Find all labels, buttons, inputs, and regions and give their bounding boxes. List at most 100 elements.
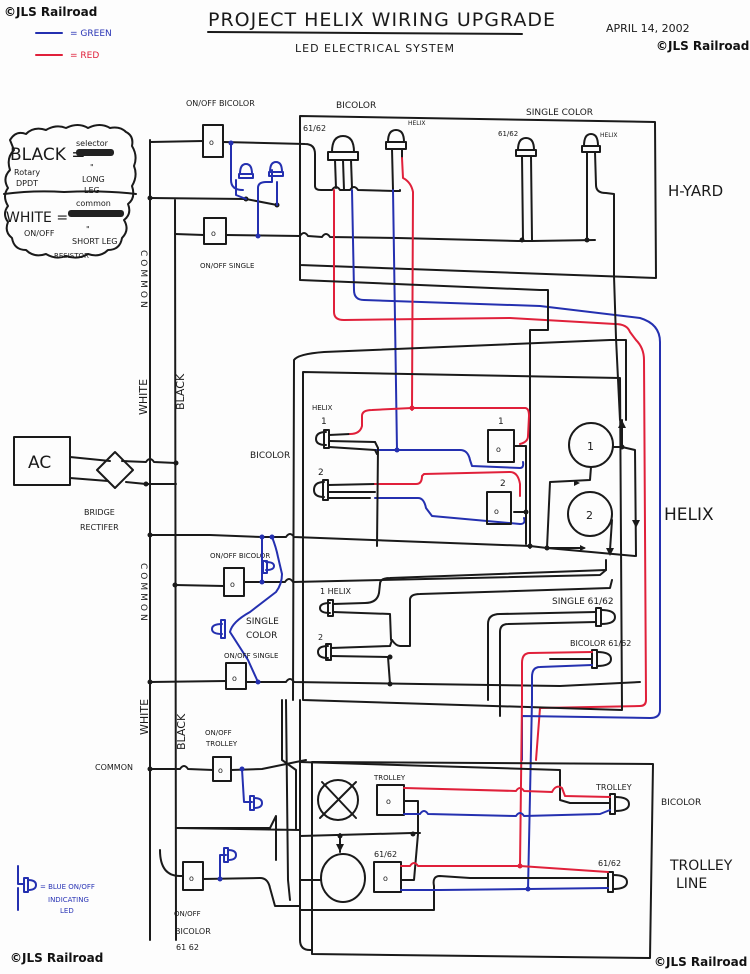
legend-red-label: = RED (70, 51, 99, 61)
page-title: PROJECT HELIX WIRING UPGRADE (208, 9, 556, 31)
blue-wire-helix-2 (374, 497, 526, 525)
label-onoff-bottom-2: BICOLOR (175, 927, 211, 936)
wire-trolley-feed (175, 699, 301, 877)
red-wire-trolley-1 (403, 785, 611, 798)
key-white-ditto: " (86, 225, 90, 234)
helix-bicolor-label: BICOLOR (250, 451, 290, 461)
helix-led-single-1 (319, 569, 607, 641)
helix-led-single-2 (317, 579, 613, 685)
helix-switch-1-label: 1 (498, 417, 504, 427)
key-resistor: RESISTOR (54, 252, 89, 260)
indicator-led-icon (268, 161, 284, 177)
indicator-led-icon (211, 619, 226, 639)
key-white-note-top: common (76, 199, 111, 208)
watermark-bottom-right: ©JLS Railroad (654, 955, 747, 969)
hyard-led-bicolor-6162 (327, 135, 359, 191)
helix-motor-2-label: 2 (586, 509, 593, 522)
helix-led-bicolor-1 (315, 429, 376, 451)
red-wire-hyard-bicolor-helix (401, 157, 414, 411)
page-subtitle: LED ELECTRICAL SYSTEM (295, 42, 455, 55)
hyard-led-single-helix (581, 133, 615, 277)
hyard-single-color-label: SINGLE COLOR (526, 108, 593, 118)
indicator-legend-line2: INDICATING (48, 896, 89, 904)
helix-label-helix: HELIX (312, 404, 333, 412)
label-onoff-bicolor-mid: ON/OFF BICOLOR (210, 552, 270, 560)
trolley-switch-common (400, 800, 419, 881)
label-single-color-2: COLOR (246, 631, 277, 641)
trolley-lamp-symbol (317, 779, 359, 821)
switch-glyph: o (211, 229, 216, 238)
wire-bottom-loop (299, 699, 313, 951)
indicator-led-icon (262, 560, 275, 574)
key-onoff: ON/OFF (24, 229, 55, 238)
red-wire-trolley-2 (400, 862, 609, 873)
watermark-bottom-left: ©JLS Railroad (10, 951, 103, 965)
blue-wire-trolley-2 (400, 887, 609, 891)
switch-glyph: o (386, 797, 391, 806)
black-bus (174, 199, 177, 941)
ac-label: AC (28, 453, 51, 473)
helix-led-bicolor-2 (313, 479, 376, 501)
indicator-led-icon (249, 795, 263, 811)
trolley-led-bicolor (299, 761, 630, 815)
label-onoff-bottom-1: ON/OFF (174, 910, 201, 918)
key-black-note-top: selector (76, 139, 109, 148)
legend-green-label: = GREEN (70, 29, 112, 39)
trolley-switch-6162[interactable] (373, 861, 402, 893)
title-underline (207, 31, 523, 35)
watermark-top-left: ©JLS Railroad (4, 5, 97, 19)
key-cloud-divider (3, 190, 137, 195)
wire-hyard-common (149, 197, 596, 242)
hyard-led-bicolor-helix (385, 129, 407, 191)
wire-bottom-loop-2 (285, 699, 291, 901)
hyard-led-single-6162 (515, 137, 537, 241)
wire-single-mid (149, 678, 641, 687)
trolley-bicolor-label: BICOLOR (661, 798, 701, 808)
key-white-label: WHITE = (6, 210, 68, 226)
switch-glyph: o (189, 874, 194, 883)
switch-onoff-single-top[interactable] (203, 217, 227, 245)
label-onoff-bicolor-top: ON/OFF BICOLOR (186, 99, 255, 108)
blue-wire-trunk-trolley (527, 699, 533, 891)
bridge-rectifier-symbol (96, 451, 134, 489)
helix-section-label: HELIX (664, 505, 714, 525)
trolley-motor (320, 853, 366, 903)
blue-wire-hyard-bicolor-6162 (351, 189, 661, 761)
red-wire-helix-2 (374, 471, 521, 497)
helix-label-1-helix: 1 HELIX (320, 587, 352, 596)
key-black-note-1: LONG (82, 175, 105, 184)
watermark-top-right: ©JLS Railroad (656, 39, 749, 53)
blue-indicator-wiring-mid (229, 536, 283, 683)
helix-label-1: 1 (321, 417, 327, 427)
helix-switch-2-label: 2 (500, 479, 506, 489)
switch-onoff-single-mid[interactable] (225, 662, 247, 690)
label-onoff-bottom-3: 61 62 (176, 943, 199, 952)
switch-glyph: o (218, 766, 223, 775)
switch-glyph: o (383, 874, 388, 883)
helix-led-common (374, 441, 379, 547)
bus-label-white-bottom: WHITE (138, 699, 151, 735)
bus-label-common-top: COMMON (138, 250, 148, 311)
helix-switch-1[interactable] (487, 429, 515, 463)
switch-glyph: o (496, 445, 501, 454)
h-yard-label: H-YARD (668, 182, 723, 200)
helix-switch-2[interactable] (486, 491, 512, 525)
key-rotary-2: DPDT (16, 179, 38, 188)
trolley-switch-label-6162: 61/62 (374, 850, 397, 859)
indicator-legend-line3: LED (60, 907, 74, 915)
helix-led-single-6162 (487, 607, 616, 717)
red-wire-trunk-trolley (519, 699, 523, 867)
red-wire-bicolor-6162 (521, 651, 593, 701)
label-single-color-1: SINGLE (246, 617, 279, 627)
label-onoff-single-top: ON/OFF SINGLE (200, 262, 254, 270)
wire-trolley-mid (299, 832, 421, 837)
helix-bicolor-6162-label: BICOLOR 61/62 (570, 639, 631, 648)
helix-single-6162-label: SINGLE 61/62 (552, 597, 614, 607)
hyard-6162-b: 61/62 (498, 130, 518, 138)
trolley-6162-led-label: 61/62 (598, 859, 621, 868)
switch-glyph: o (209, 138, 214, 147)
wire-hyard-to-helix (299, 264, 621, 549)
blue-wire-trolley-1 (403, 809, 611, 817)
trolley-line-box (311, 761, 654, 959)
